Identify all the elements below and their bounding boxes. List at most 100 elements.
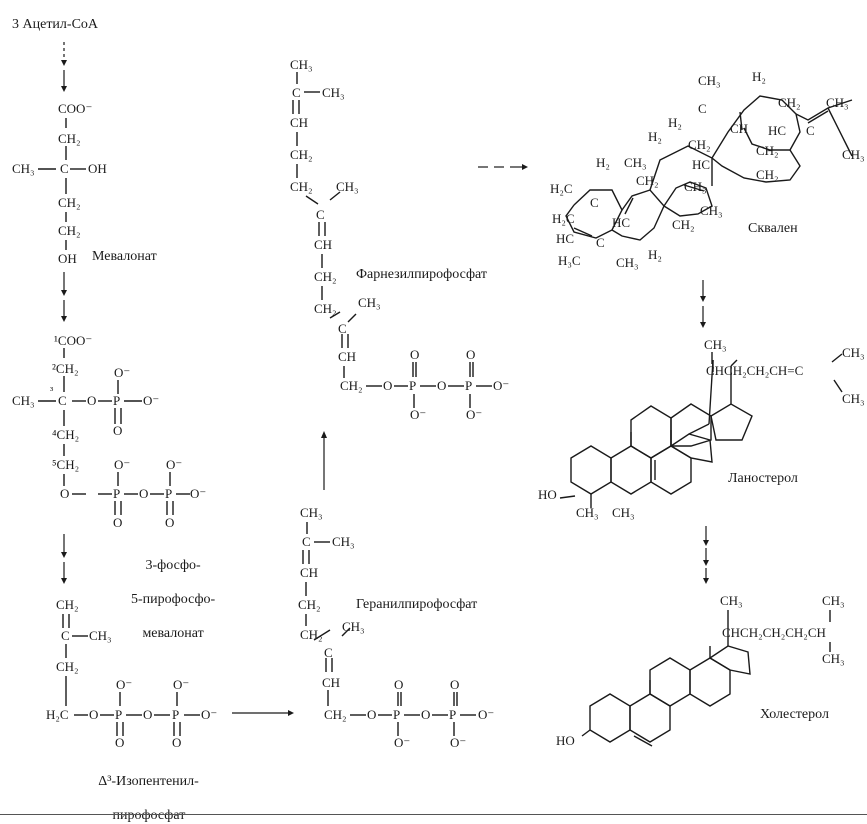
sq-ch3-7: CH₃ [616,255,639,270]
mev-oh-right: OH [88,161,107,176]
sq-c-2: C [596,235,605,250]
pm-o-bottom: O [113,423,123,438]
far-o2: O [437,378,447,393]
ger-ch3-right: CH₃ [332,534,355,549]
lan-ch3-r2: CH₃ [842,391,865,406]
far-ch2-a: CH₂ [290,147,313,162]
cholesterol-name: Холестерол [760,707,829,722]
sq-hc-1: HC [768,123,787,138]
arrow-geranyl-to-farnesyl [321,431,327,490]
ger-c1: C [302,534,311,549]
sq-ch2-8: CH₂ [672,217,695,232]
ger-o1: O [367,707,377,722]
ipp-ch3: CH₃ [89,628,112,643]
arrow-farnesyl-to-squalene [478,164,528,170]
mev-ch2-c: CH₂ [58,223,81,238]
ipp-o-minus-end: O⁻ [201,707,218,722]
pm-c1: ¹COO⁻ [54,333,93,348]
ipp-o1: O [89,707,99,722]
far-ch3: CH [338,349,357,364]
chol-ch3-r2: CH₃ [822,651,845,666]
mev-coo: COO⁻ [58,101,93,116]
pm-o2: O [60,486,70,501]
arrow-acetyl-to-mevalonate [61,42,67,92]
sq-ch3-2: CH₃ [826,95,849,110]
sq-h2-2: H₂ [668,115,682,130]
mev-ch2-a: CH₂ [58,131,81,146]
sq-ch3-1: CH₃ [698,73,721,88]
mevalonate-name: Мевалонат [92,249,157,264]
pm-p1: P [113,393,121,408]
mev-oh: OH [58,251,77,266]
mevalonate-bonds [38,118,86,250]
ger-o-minus-bottom2: O⁻ [450,735,467,750]
chol-ch3-r1: CH₃ [822,593,845,608]
ipp-ch2-mid: CH₂ [56,659,79,674]
sq-hc-3: HC [556,231,575,246]
chol-side-chain: CHCH₂CH₂CH₂CH [722,625,826,640]
lanosterol-side-bonds [711,352,843,393]
sq-h2-1: H₂ [752,69,766,84]
geranyl-name: Геранилпирофосфат [356,597,478,612]
pm-o3: O [139,486,149,501]
pm-o-minus-right: O⁻ [143,393,160,408]
far-o-top1: O [410,347,420,362]
pm-o-bottom2: O [113,515,123,530]
farnesyl-name: Фарнезилпирофосфат [356,267,487,282]
phospho-mevalonate-name: 3-фосфо- 5-пирофосфо- мевалонат [131,558,216,641]
squalene-skeleton [565,95,853,241]
mev-ch2-b: CH₂ [58,195,81,210]
ger-p2: P [449,707,457,722]
sq-h2-5: H₂ [648,247,662,262]
ger-c2: C [324,645,333,660]
phospho-mevalonate-bonds [38,348,190,515]
far-o-top2: O [466,347,476,362]
ger-o-top1: O [394,677,404,692]
mev-ch3: CH₃ [12,161,35,176]
ipp-bonds [62,614,200,736]
far-ch2-d: CH₂ [314,301,337,316]
bottom-divider [0,814,867,815]
pm-p2: P [113,486,121,501]
pm-o-minus-top3: O⁻ [166,457,183,472]
ger-o-top2: O [450,677,460,692]
ger-ch3-mid: CH₃ [342,619,365,634]
ipp-o-bottom1: O [115,735,125,750]
pm-c4: ⁴CH₂ [52,427,80,442]
ipp-o-minus-top1: O⁻ [116,677,133,692]
lan-ho: HO [538,487,557,502]
pm-c5: ⁵CH₂ [52,457,80,472]
far-ch3-mid2: CH₃ [358,295,381,310]
ger-ch2: CH [322,675,341,690]
pm-o-bottom3: O [165,515,175,530]
arrow-lanosterol-to-cholesterol [703,526,709,584]
sq-ch2-5: CH₂ [756,167,779,182]
ipp-o-bottom2: O [172,735,182,750]
ipp-p2: P [172,707,180,722]
far-o-minus-bottom1: O⁻ [410,407,427,422]
ger-ch: CH [300,565,319,580]
ipp-c: C [61,628,70,643]
cholesterol-rings [581,622,751,747]
sq-ch3-4: CH₃ [624,155,647,170]
lan-ch3-b1: CH₃ [576,505,599,520]
ger-ch2-b: CH₂ [300,627,323,642]
far-o-minus-end: O⁻ [493,378,510,393]
far-ch2-end: CH₂ [340,378,363,393]
sq-h3c: H₃C [558,253,581,268]
far-ch3-mid1: CH₃ [336,179,359,194]
start-label: 3 Ацетил-CoA [12,17,99,32]
sq-ch2-6: CH₂ [636,173,659,188]
chol-ho: HO [556,733,575,748]
pm-c3: ³ [50,385,54,397]
far-c1: C [292,85,301,100]
ger-o2: O [421,707,431,722]
ger-o-minus-bottom1: O⁻ [394,735,411,750]
ipp-o2: O [143,707,153,722]
sq-c-1: C [806,123,815,138]
cholesterol-side-bonds [727,610,831,652]
farnesyl-bonds [292,72,492,408]
squalene-name: Сквален [748,221,798,236]
arrow-squalene-to-lanosterol [700,280,706,328]
far-p2: P [465,378,473,393]
